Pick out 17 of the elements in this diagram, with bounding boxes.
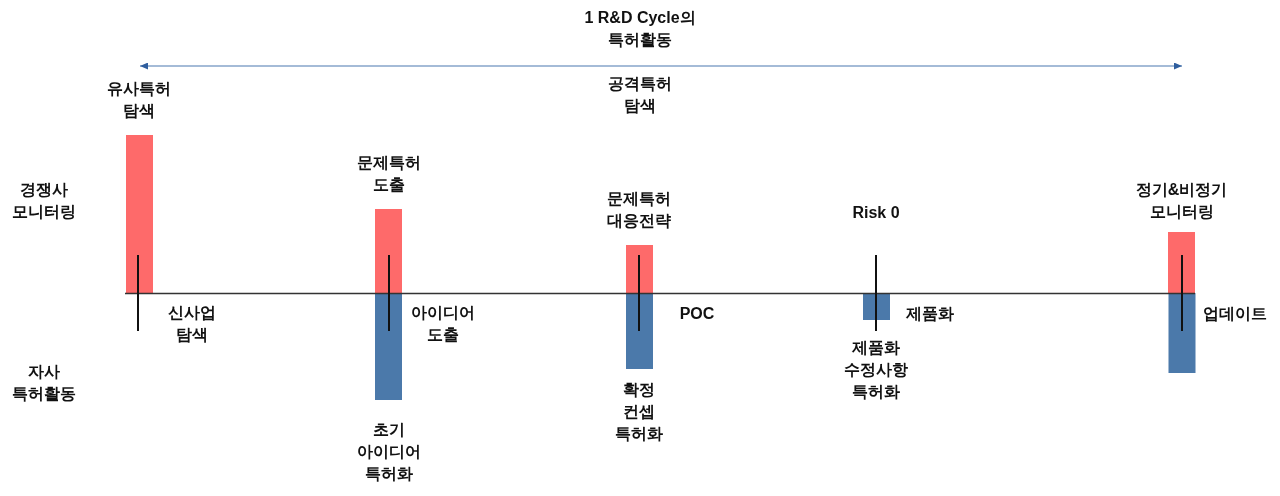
bar-label: 문제특허 대응전략 <box>607 189 671 231</box>
bar-label: 제품화 수정사항 특허화 <box>844 338 908 402</box>
bar-label: 초기 아이디어 특허화 <box>356 420 421 484</box>
bar-label: 유사특허 탐색 <box>107 79 171 121</box>
bar-label: 확정 컨셉 특허화 <box>615 380 663 444</box>
bar-label: 정기&비정기 모니터링 <box>1134 180 1229 222</box>
diagram-title: 1 R&D Cycle의 특허활동 <box>583 8 697 50</box>
milestone-label: 신사업 탐색 <box>168 303 216 345</box>
row-label: 경쟁사 모니터링 <box>12 180 76 222</box>
milestone-label: 아이디어 도출 <box>411 303 475 345</box>
row-label: 자사 특허활동 <box>12 362 76 404</box>
span-label: 공격특허 탐색 <box>608 74 672 116</box>
milestone-label: 제품화 <box>906 304 954 324</box>
milestone-label: 업데이트 <box>1203 304 1267 324</box>
bar-label: 문제특허 도출 <box>356 153 421 195</box>
status-label: Risk 0 <box>852 203 900 223</box>
milestone-label: POC <box>679 304 715 324</box>
